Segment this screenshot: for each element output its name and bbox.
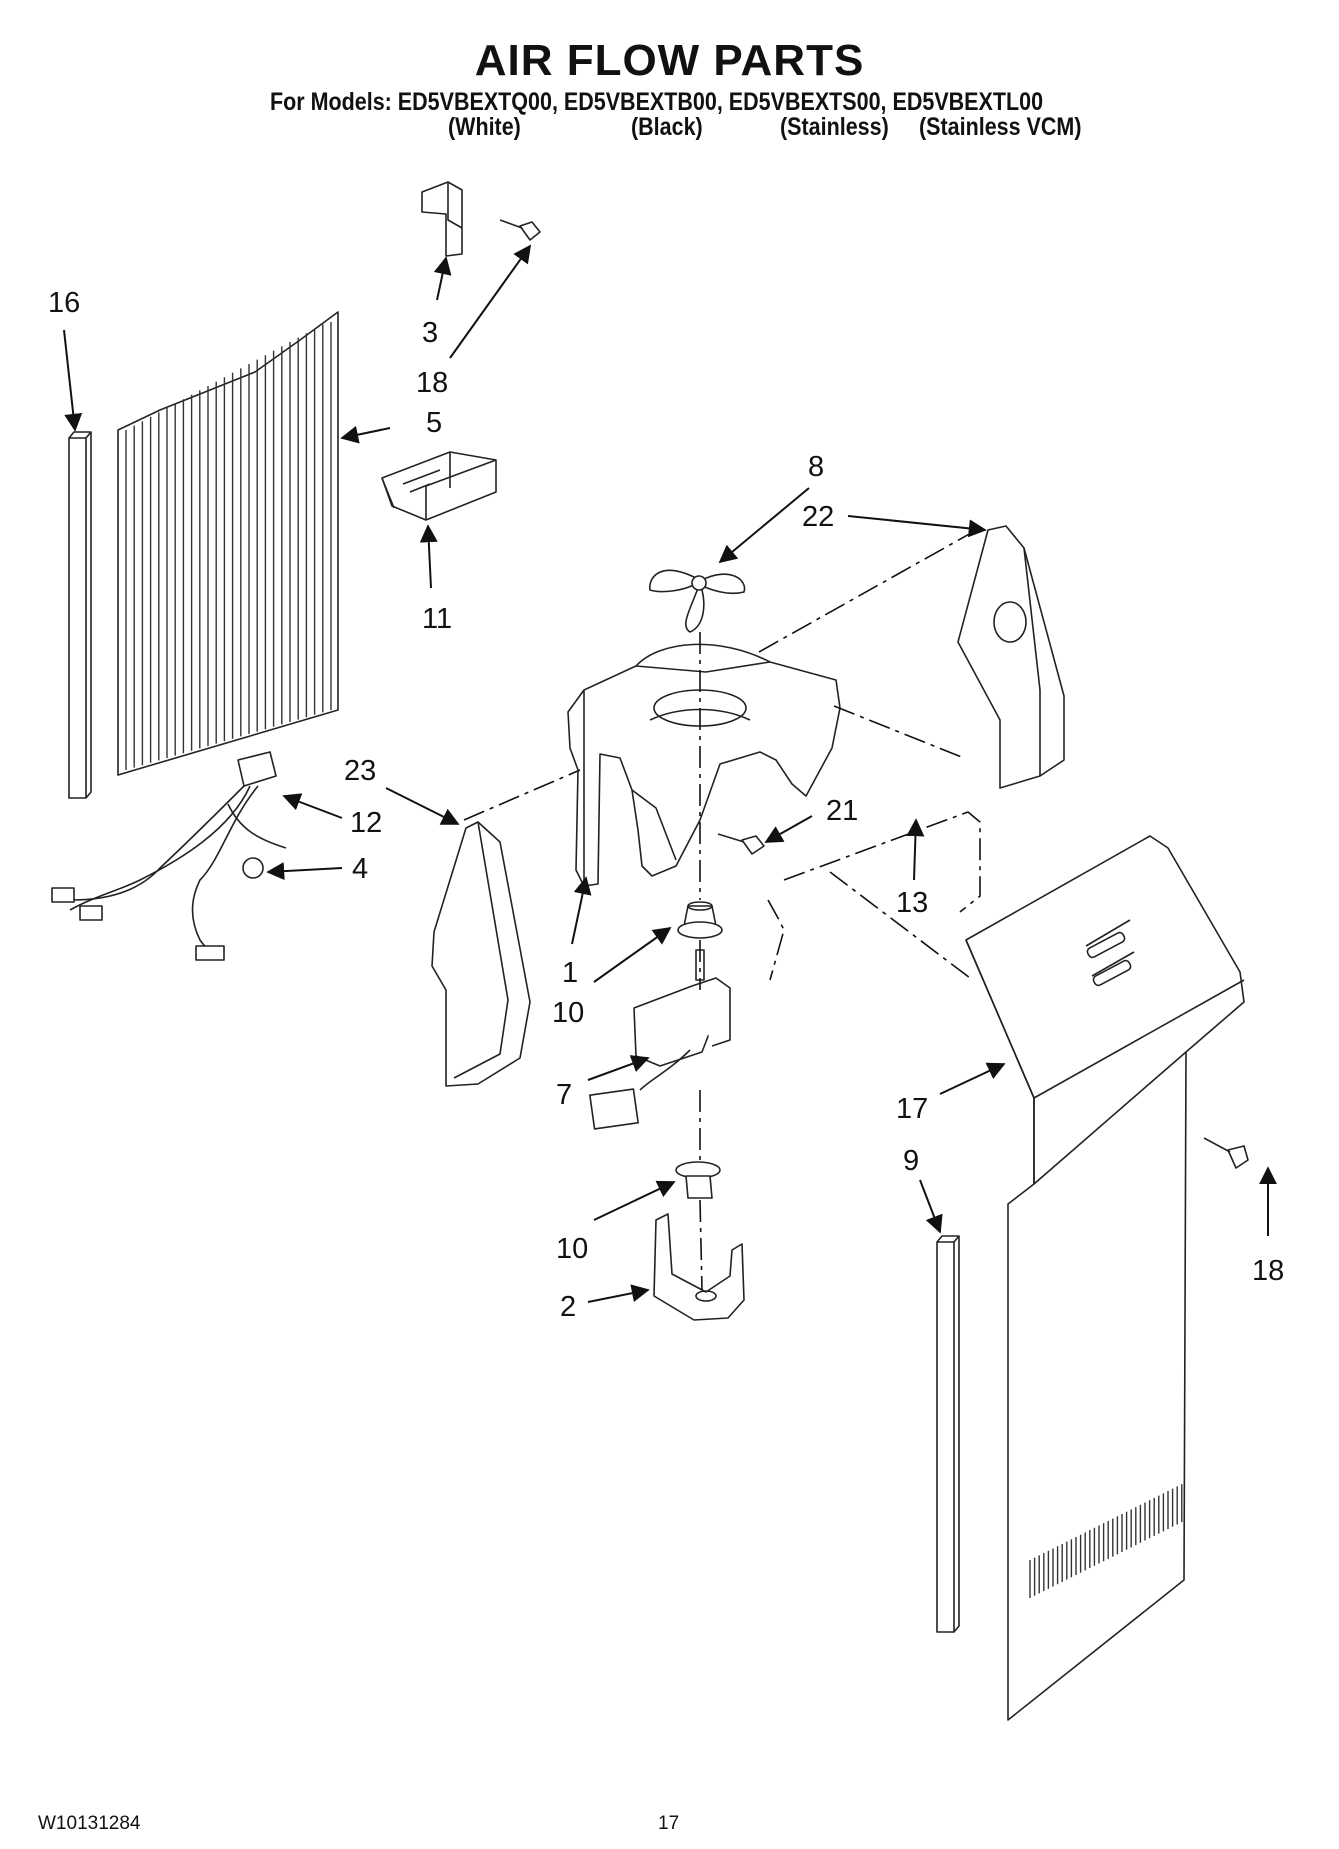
callout-10-upper: 10	[552, 997, 584, 1029]
part-2-motor-bracket	[653, 1213, 745, 1321]
part-22-side-panel-right	[957, 525, 1065, 789]
callout-11: 11	[422, 603, 452, 635]
color-label-stainless-vcm: (Stainless VCM)	[919, 113, 1082, 141]
part-11-bracket	[381, 451, 497, 521]
part-1-fan-shroud	[567, 643, 841, 887]
callout-16: 16	[48, 287, 80, 319]
part-5-evaporator-cover	[117, 311, 339, 776]
part-17-rear-panel	[965, 835, 1245, 1721]
callout-18-right: 18	[1252, 1255, 1284, 1287]
part-10-grommet-upper	[677, 901, 723, 939]
callout-9: 9	[903, 1145, 919, 1177]
callout-8: 8	[808, 451, 824, 483]
part-18-screw-top	[499, 219, 541, 241]
assembly-lines	[463, 527, 981, 1291]
callout-2: 2	[560, 1291, 576, 1323]
part-7-fan-motor	[589, 949, 731, 1130]
part-13-baffle	[767, 811, 981, 981]
callout-22: 22	[802, 501, 834, 533]
part-9-seal-strip	[936, 1235, 960, 1633]
part-21-screw	[717, 833, 765, 855]
callout-23: 23	[344, 755, 376, 787]
color-label-stainless: (Stainless)	[780, 113, 889, 141]
callout-3: 3	[422, 317, 438, 349]
callout-21: 21	[826, 795, 858, 827]
callout-18-top: 18	[416, 367, 448, 399]
part-23-side-panel-left	[431, 821, 531, 1087]
part-4-thermistor	[242, 857, 264, 879]
part-16-seal-strip	[68, 431, 92, 799]
color-label-black: (Black)	[631, 113, 703, 141]
callout-leaders	[63, 244, 1277, 1303]
callout-4: 4	[352, 853, 368, 885]
part-3-bracket	[421, 181, 463, 257]
part-10-grommet-lower	[675, 1161, 721, 1199]
callout-10-lower: 10	[556, 1233, 588, 1265]
part-18-screw-right	[1203, 1137, 1249, 1169]
callout-1: 1	[562, 957, 578, 989]
callout-17: 17	[896, 1093, 928, 1125]
models-line: For Models: ED5VBEXTQ00, ED5VBEXTB00, ED…	[270, 88, 1044, 116]
callout-5: 5	[426, 407, 442, 439]
part-8-fan-blade	[649, 569, 746, 633]
callout-12: 12	[350, 807, 382, 839]
callout-7: 7	[556, 1079, 572, 1111]
color-label-white: (White)	[448, 113, 521, 141]
page-number: 17	[658, 1813, 680, 1834]
part-12-wire-harness	[51, 751, 287, 961]
page-title: AIR FLOW PARTS	[474, 36, 865, 85]
document-number: W10131284	[38, 1813, 141, 1834]
callout-13: 13	[896, 887, 928, 919]
